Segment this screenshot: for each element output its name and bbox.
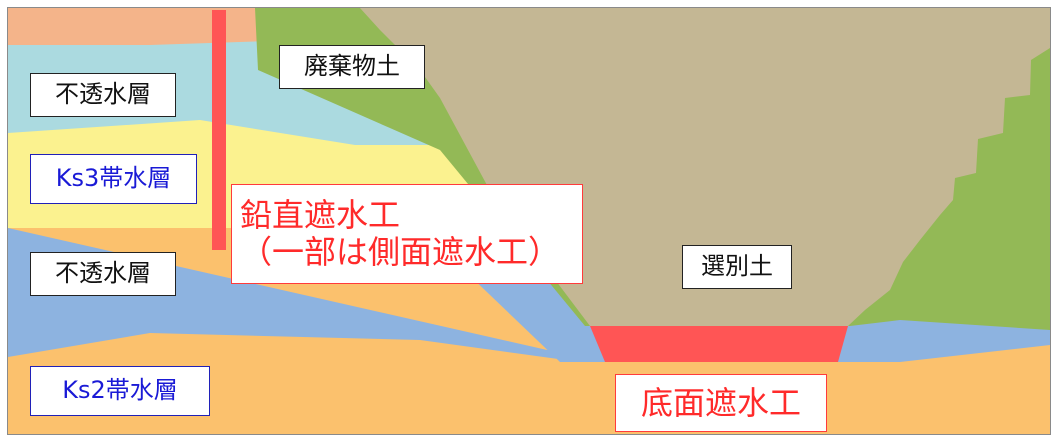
vertical-barrier-line1: 鉛直遮水工 xyxy=(240,196,401,235)
waste-soil-label: 廃棄物土 xyxy=(279,45,425,89)
bottom-barrier-label: 底面遮水工 xyxy=(615,374,827,432)
bottom-barrier xyxy=(590,326,848,362)
ks3-aquifer-label: Ks3帯水層 xyxy=(30,154,197,204)
ks2-aquifer-label: Ks2帯水層 xyxy=(30,366,210,416)
vertical-barrier xyxy=(212,10,226,250)
sorted-soil-label: 選別土 xyxy=(682,245,792,289)
impermeable-lower-label: 不透水層 xyxy=(30,252,176,296)
impermeable-upper-label: 不透水層 xyxy=(30,73,176,117)
vertical-barrier-label: 鉛直遮水工 （一部は側面遮水工） xyxy=(231,184,583,284)
vertical-barrier-line2: （一部は側面遮水工） xyxy=(240,233,561,271)
